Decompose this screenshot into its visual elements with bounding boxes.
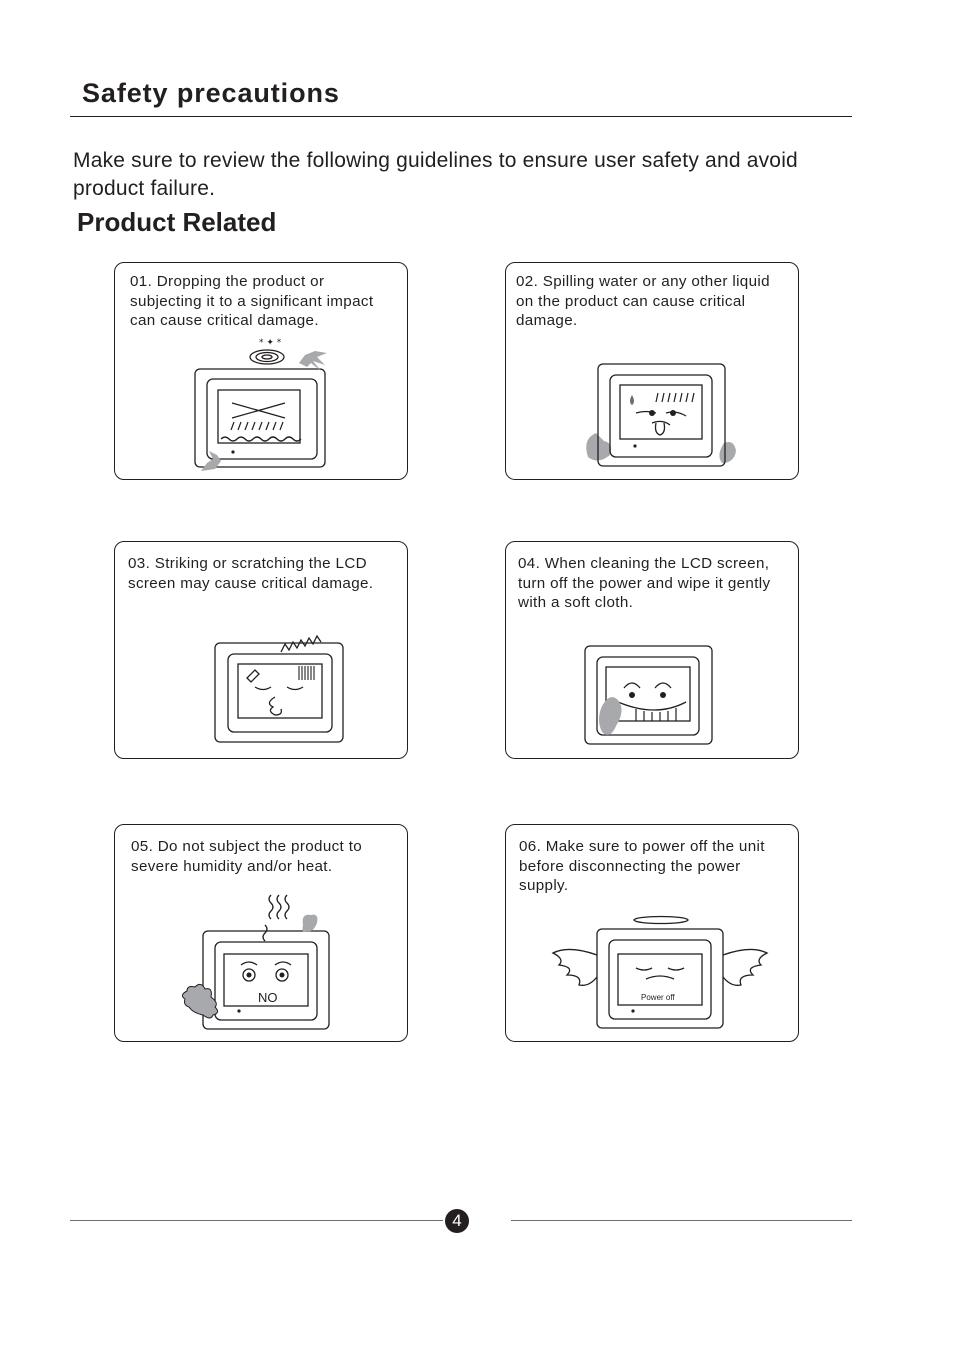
precaution-text-05: 05. Do not subject the product to severe… xyxy=(131,838,363,875)
precaution-card-02: 02. Spilling water or any other liquid o… xyxy=(505,262,799,480)
precaution-text-03: 03. Striking or scratching the LCD scree… xyxy=(128,555,374,592)
humidity-heat-illustration: NO xyxy=(181,894,330,1030)
svg-text:* ✦ *: * ✦ * xyxy=(259,338,282,348)
footer-divider-right xyxy=(511,1220,852,1221)
intro-paragraph: Make sure to review the following guidel… xyxy=(73,149,798,200)
scratch-screen-illustration xyxy=(214,634,344,743)
cleaning-screen-illustration xyxy=(584,645,713,745)
precaution-text-01: 01. Dropping the product or subjecting i… xyxy=(130,273,374,330)
title-divider xyxy=(70,116,852,117)
precaution-card-04: 04. When cleaning the LCD screen, turn o… xyxy=(505,541,799,759)
liquid-spill-illustration xyxy=(586,363,736,467)
page-number: 4 xyxy=(445,1209,469,1233)
power-off-label: Power off xyxy=(641,993,675,1002)
no-label: NO xyxy=(258,990,278,1005)
precaution-card-06: 06. Make sure to power off the unit befo… xyxy=(505,824,799,1042)
power-off-illustration: Power off xyxy=(551,915,769,1029)
section-title: Product Related xyxy=(77,207,277,237)
precaution-text-04: 04. When cleaning the LCD screen, turn o… xyxy=(518,555,771,612)
page-title: Safety precautions xyxy=(82,78,340,108)
precaution-card-03: 03. Striking or scratching the LCD scree… xyxy=(114,541,408,759)
precaution-card-01: 01. Dropping the product or subjecting i… xyxy=(114,262,408,480)
precaution-text-06: 06. Make sure to power off the unit befo… xyxy=(519,838,765,895)
precaution-text-02: 02. Spilling water or any other liquid o… xyxy=(516,273,770,330)
footer-divider-left xyxy=(70,1220,443,1221)
drop-impact-illustration: * ✦ * xyxy=(194,338,327,471)
precaution-card-05: 05. Do not subject the product to severe… xyxy=(114,824,408,1042)
